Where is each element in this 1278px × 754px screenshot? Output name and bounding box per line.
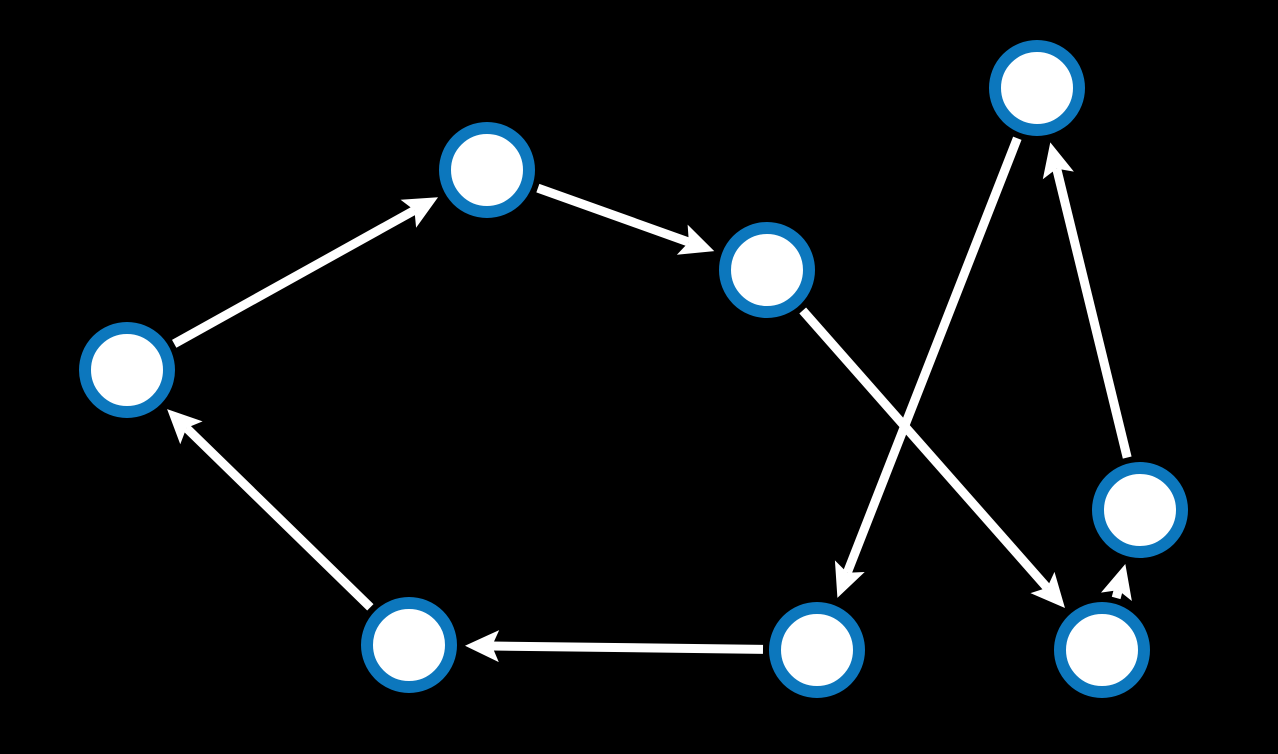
graph-edge [167,409,374,611]
node-circle[interactable] [989,40,1085,136]
edge-line [1111,588,1123,600]
edge-line [172,206,417,348]
edge-arrowhead-icon [1030,571,1065,608]
graph-edge [834,136,1022,598]
node-circle[interactable] [439,122,535,218]
graph-node[interactable] [1092,462,1188,558]
edge-arrowhead-icon [1100,564,1132,602]
node-circle[interactable] [719,222,815,318]
edge-arrowhead-icon [834,560,865,598]
edge-line [183,424,374,611]
graph-node[interactable] [1054,602,1150,698]
graph-node[interactable] [439,122,535,218]
graph-node[interactable] [361,597,457,693]
graph-edge [172,197,439,348]
edge-line [843,136,1022,575]
edge-line [799,307,1051,591]
edge-arrowhead-icon [167,409,203,445]
graph-edge [465,630,764,663]
graph-node[interactable] [769,602,865,698]
graph-edge [536,183,715,255]
edge-line [491,641,764,654]
node-circle[interactable] [361,597,457,693]
graph-node[interactable] [79,322,175,418]
edge-arrowhead-icon [1042,142,1074,180]
edge-arrowhead-icon [676,224,715,255]
node-circle[interactable] [1092,462,1188,558]
edges-layer [167,136,1132,663]
nodes-layer [79,40,1188,698]
edge-arrowhead-icon [465,630,500,663]
node-circle[interactable] [769,602,865,698]
graph-edge [799,307,1065,608]
graph-node[interactable] [989,40,1085,136]
graph-edge [1042,142,1132,459]
graph-edge [1100,564,1132,602]
edge-line [536,183,691,247]
graph-node[interactable] [719,222,815,318]
edge-line [1052,167,1132,459]
node-circle[interactable] [1054,602,1150,698]
node-circle[interactable] [79,322,175,418]
edge-arrowhead-icon [400,197,439,228]
